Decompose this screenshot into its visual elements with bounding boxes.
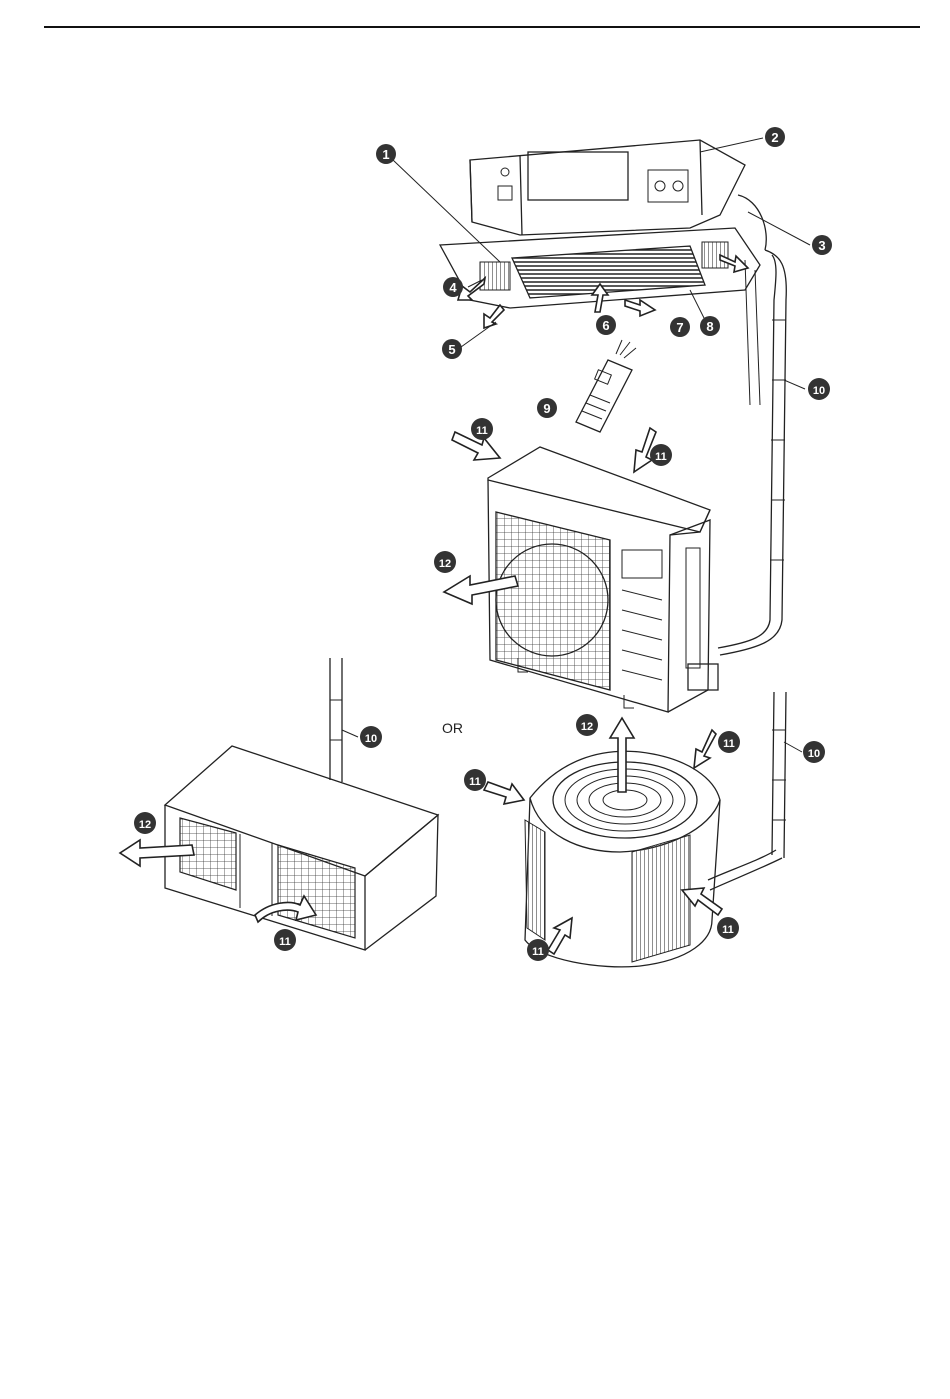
svg-text:5: 5 <box>448 342 455 357</box>
callout-10: 10 <box>360 726 382 748</box>
outdoor-unit-wall-type <box>488 447 718 712</box>
callout-7: 7 <box>670 317 690 337</box>
callout-5: 5 <box>442 339 462 359</box>
svg-text:2: 2 <box>771 130 778 145</box>
callout-11: 11 <box>718 731 740 753</box>
svg-text:10: 10 <box>365 733 377 745</box>
svg-text:1: 1 <box>382 147 389 162</box>
svg-text:9: 9 <box>543 401 550 416</box>
callout-6: 6 <box>596 315 616 335</box>
callout-11: 11 <box>274 929 296 951</box>
airflow-arrow <box>610 718 634 792</box>
svg-text:11: 11 <box>655 451 667 463</box>
callout-11: 11 <box>717 917 739 939</box>
callout-4: 4 <box>443 277 463 297</box>
airflow-arrow <box>694 730 716 768</box>
airflow-arrow <box>548 918 572 954</box>
svg-text:11: 11 <box>469 776 481 788</box>
svg-text:11: 11 <box>279 936 291 948</box>
svg-text:10: 10 <box>808 748 820 760</box>
callout-11: 11 <box>527 939 549 961</box>
svg-text:8: 8 <box>706 319 713 334</box>
callout-12: 12 <box>576 714 598 736</box>
svg-text:12: 12 <box>581 721 593 733</box>
svg-text:11: 11 <box>722 924 734 936</box>
callout-10: 10 <box>808 378 830 400</box>
svg-text:10: 10 <box>813 385 825 397</box>
callout-12: 12 <box>434 551 456 573</box>
callout-9: 9 <box>537 398 557 418</box>
callout-3: 3 <box>812 235 832 255</box>
svg-text:6: 6 <box>602 318 609 333</box>
svg-text:11: 11 <box>723 738 735 750</box>
svg-text:4: 4 <box>449 280 457 295</box>
airflow-arrow <box>484 782 524 804</box>
callout-12: 12 <box>134 812 156 834</box>
indoor-cassette-unit <box>440 140 766 405</box>
airflow-arrow <box>625 300 655 316</box>
svg-text:12: 12 <box>439 558 451 570</box>
or-label: OR <box>442 720 463 736</box>
piping-bundle <box>718 250 786 655</box>
svg-text:11: 11 <box>532 946 544 958</box>
callout-11: 11 <box>464 769 486 791</box>
callout-8: 8 <box>700 316 720 336</box>
callout-10: 10 <box>803 741 825 763</box>
callout-11: 11 <box>650 444 672 466</box>
airflow-arrow <box>484 305 504 328</box>
svg-text:11: 11 <box>476 425 488 437</box>
callout-1: 1 <box>376 144 396 164</box>
svg-text:12: 12 <box>139 819 151 831</box>
svg-text:3: 3 <box>818 238 825 253</box>
svg-text:7: 7 <box>676 320 683 335</box>
callout-11: 11 <box>471 418 493 440</box>
remote-controller <box>576 340 636 432</box>
callout-2: 2 <box>765 127 785 147</box>
